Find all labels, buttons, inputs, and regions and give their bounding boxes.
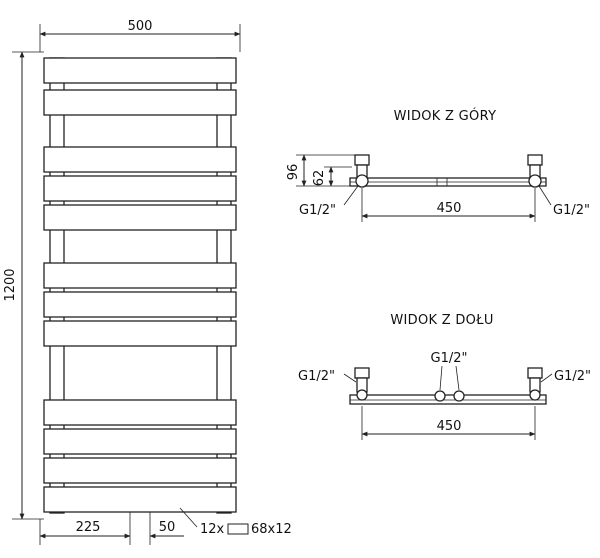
bottom-right-connection-label: G1/2" [554,369,591,384]
bottom-center-connection-label: G1/2" [431,351,468,366]
spacing-right-label: 50 [159,520,176,535]
tube-size-label: 68x12 [251,522,292,537]
horizontal-tube-7 [43,291,237,318]
top-left-valve [354,154,370,166]
horizontal-tube-8 [43,320,237,347]
horizontal-tube-11 [43,457,237,484]
spacing-left-label: 225 [76,520,101,535]
tube-group [43,57,237,513]
bottom-center-connection-right [453,390,465,402]
horizontal-tube-1 [43,57,237,84]
horizontal-tube-3 [43,146,237,173]
bottom-view-title: WIDOK Z DOŁU [390,313,493,328]
horizontal-tube-12 [43,486,237,513]
top-left-connection-label: G1/2" [299,203,336,218]
bottom-view: WIDOK Z DOŁU G1/2" G1/2" G1/2" 450 [298,313,591,440]
tube-count-label: 12x [200,522,225,537]
top-width-label: 450 [437,201,462,216]
top-view-title: WIDOK Z GÓRY [394,108,497,124]
top-view: WIDOK Z GÓRY 96 62 G1/2" G1/2" 450 [286,108,590,222]
horizontal-tube-5 [43,204,237,231]
bottom-width-label: 450 [437,419,462,434]
bottom-right-valve [527,367,543,379]
front-view: 500 1200 225 50 12x 68x12 [3,19,292,545]
bottom-left-valve [354,367,370,379]
horizontal-tube-10 [43,428,237,455]
top-right-connection-label: G1/2" [553,203,590,218]
depth-inner-label: 62 [312,170,327,187]
bottom-view-body [349,394,547,405]
top-right-valve [527,154,543,166]
depth-outer-label: 96 [286,164,301,181]
front-width-label: 500 [128,19,153,34]
front-height-label: 1200 [3,268,18,301]
horizontal-tube-6 [43,262,237,289]
horizontal-tube-9 [43,399,237,426]
horizontal-tube-4 [43,175,237,202]
bottom-center-connection-left [434,390,446,402]
bottom-left-connection-label: G1/2" [298,369,335,384]
tube-section-icon [227,523,249,535]
horizontal-tube-2 [43,89,237,116]
